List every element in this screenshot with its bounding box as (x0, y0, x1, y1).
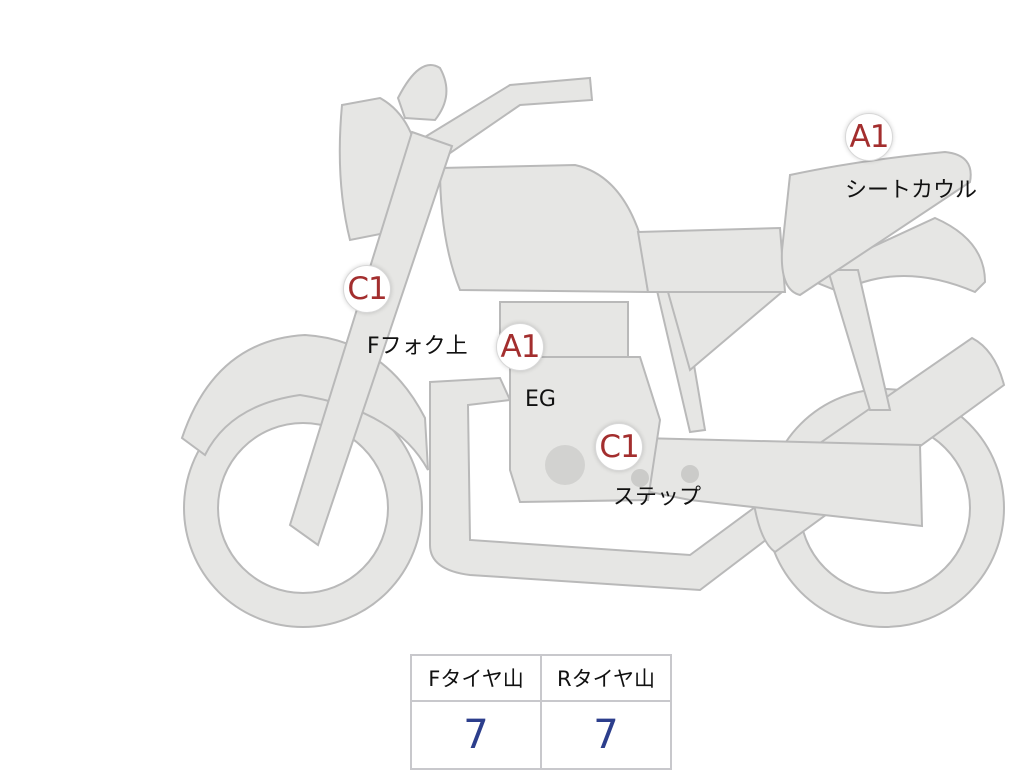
location-label-front-fork: Fフォク上 (367, 334, 468, 359)
grade-badge-step: C1 (595, 423, 643, 471)
rear-tire-value: 7 (540, 700, 672, 770)
front-fork (288, 130, 454, 547)
grade-badge-seat-cowl: A1 (845, 113, 893, 161)
seat-cowl (780, 150, 972, 297)
location-label-seat-cowl: シートカウル (845, 178, 978, 203)
grade-badge-front-fork: C1 (343, 265, 391, 313)
location-label-step: ステップ (613, 485, 702, 510)
mirror (396, 63, 448, 122)
front-tire-header: Fタイヤ山 (410, 654, 542, 702)
location-label-engine: EG (525, 387, 556, 412)
rear-tire-header: Rタイヤ山 (540, 654, 672, 702)
front-tire-value: 7 (410, 700, 542, 770)
frame-stay (826, 269, 892, 411)
engine-cover (545, 445, 585, 485)
footpeg-right (681, 465, 699, 483)
side-cover (666, 291, 785, 372)
grade-badge-engine: A1 (496, 323, 544, 371)
fuel-tank (438, 163, 650, 294)
seat-front (636, 226, 787, 293)
footpeg-left (631, 469, 649, 487)
tire-tread-table: Fタイヤ山 Rタイヤ山 7 7 (410, 654, 672, 770)
